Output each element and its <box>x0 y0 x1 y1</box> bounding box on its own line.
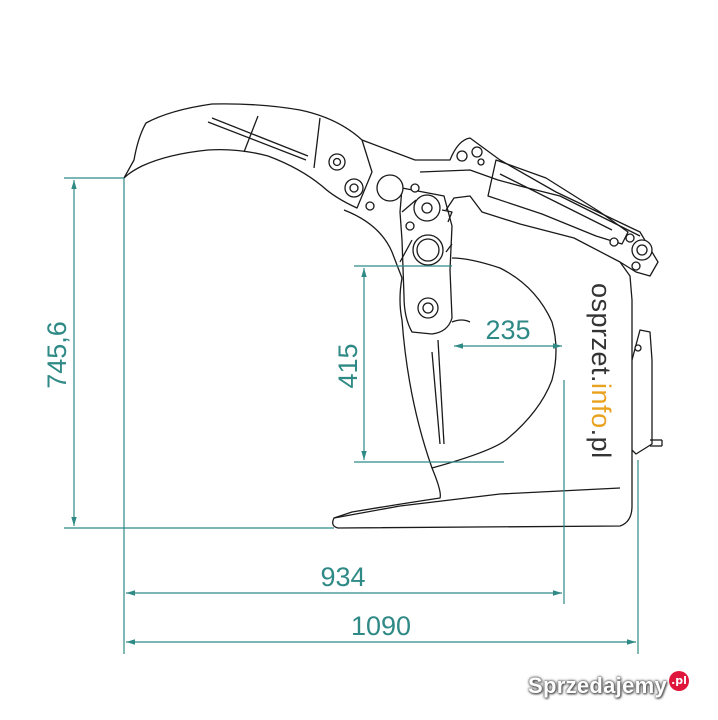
c-body <box>332 209 633 529</box>
grapple-outline <box>123 103 663 529</box>
dim-label-opening-height: 415 <box>333 343 363 388</box>
back-mount <box>631 329 653 455</box>
center-strut <box>399 187 453 335</box>
logo-badge: .pl <box>669 671 690 691</box>
linkage-frame <box>361 137 659 277</box>
logo-text: Sprzedajemy <box>528 673 668 698</box>
cylinder <box>487 159 629 245</box>
sprzedajemy-logo: Sprzedajemy .pl <box>528 666 690 706</box>
watermark-part-3: .pl <box>586 429 616 459</box>
dim-label-opening-depth: 235 <box>485 315 530 345</box>
upper-claw <box>123 103 373 209</box>
dim-label-tine-length: 934 <box>320 562 365 592</box>
watermark-part-2: info <box>586 383 616 429</box>
watermark-part-1: osprzet. <box>586 283 616 383</box>
dim-label-overall-length: 1090 <box>351 611 411 641</box>
dim-label-height: 745,6 <box>42 321 72 389</box>
dimension-lines <box>64 177 639 654</box>
pivot-pins <box>328 146 653 352</box>
lower-tine <box>333 487 621 519</box>
site-watermark: osprzet.info.pl <box>586 283 616 459</box>
